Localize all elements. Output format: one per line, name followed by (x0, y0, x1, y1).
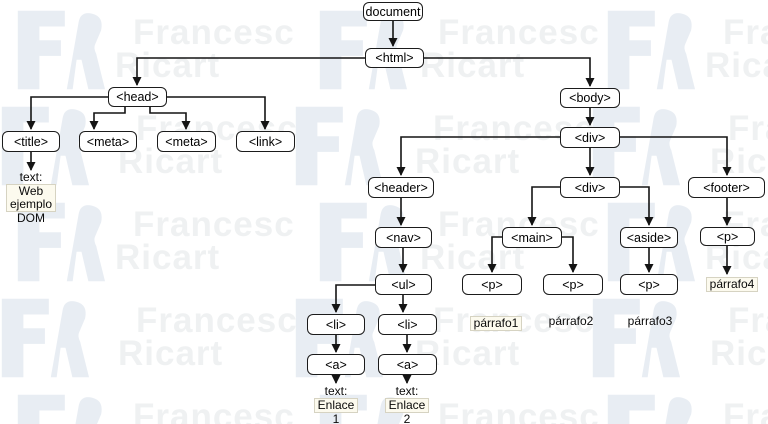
enlace1-number: 1 (332, 412, 340, 424)
node-ul: <ul> (375, 274, 432, 295)
node-a-1: <a> (307, 354, 365, 375)
node-main: <main> (502, 227, 562, 248)
node-meta-1: <meta> (79, 131, 137, 152)
enlace2-number: 2 (403, 412, 411, 424)
enlace2-word: Enlace (388, 398, 426, 412)
title-text-line1: Web (18, 184, 44, 198)
edge-head-meta2 (149, 107, 191, 130)
parrafo3-value: párrafo3 (627, 314, 673, 328)
node-a-2: <a> (378, 354, 437, 375)
title-text-value: Web ejemplo (5, 184, 57, 212)
node-p-footer: <p> (700, 227, 755, 246)
node-meta-2: <meta> (157, 131, 216, 152)
node-div-inner: <div> (560, 177, 620, 198)
node-div-body: <div> (560, 127, 620, 148)
text-prefix: text: (324, 384, 348, 398)
text-prefix: text: (395, 384, 419, 398)
node-nav: <nav> (375, 227, 432, 248)
leaf-enlace-1: text: Enlace 1 (306, 385, 366, 424)
edge-head-meta1 (89, 107, 126, 130)
text-prefix: text: (19, 170, 43, 184)
node-title: <title> (2, 131, 60, 152)
parrafo2-value: párrafo2 (548, 314, 594, 328)
node-body: <body> (560, 88, 620, 108)
node-p-1: <p> (462, 274, 522, 295)
edge-div2-main (527, 186, 560, 226)
edge-div-header (396, 136, 560, 176)
enlace2-value: Enlace (384, 398, 430, 413)
node-li-2: <li> (378, 314, 437, 335)
node-document: document (363, 2, 423, 21)
edge-html-head (132, 57, 365, 86)
node-p-2: <p> (543, 274, 603, 295)
edge-div-footer (620, 136, 732, 176)
node-html: <html> (365, 48, 424, 68)
edge-div2-aside (620, 186, 654, 226)
leaf-parrafo-2: párrafo2 (541, 315, 601, 328)
edge-ul-li1 (331, 284, 375, 313)
edge-main-p2 (562, 236, 578, 273)
leaf-parrafo-1: párrafo1 (466, 316, 526, 331)
enlace1-value: Enlace (313, 398, 359, 413)
node-aside: <aside> (620, 227, 678, 248)
node-head: <head> (108, 87, 167, 107)
node-p-3: <p> (620, 274, 678, 295)
enlace1-word: Enlace (317, 398, 355, 412)
leaf-enlace-2: text: Enlace 2 (377, 385, 437, 424)
node-li-1: <li> (307, 314, 365, 335)
node-header: <header> (368, 177, 434, 198)
edge-head-title (26, 96, 108, 130)
title-text-line3: DOM (17, 211, 45, 225)
parrafo1-value: párrafo1 (469, 316, 523, 331)
leaf-parrafo-3: párrafo3 (620, 315, 680, 328)
edge-main-p1 (487, 236, 502, 273)
parrafo4-value: párrafo4 (705, 277, 759, 292)
edge-head-link (167, 96, 270, 130)
title-text-line2: ejemplo (9, 197, 53, 211)
node-link: <link> (236, 131, 295, 152)
leaf-title-text: text: Web ejemplo DOM (2, 171, 60, 225)
edge-html-body (424, 57, 595, 87)
leaf-parrafo-4: párrafo4 (700, 277, 764, 292)
node-footer: <footer> (688, 177, 765, 198)
